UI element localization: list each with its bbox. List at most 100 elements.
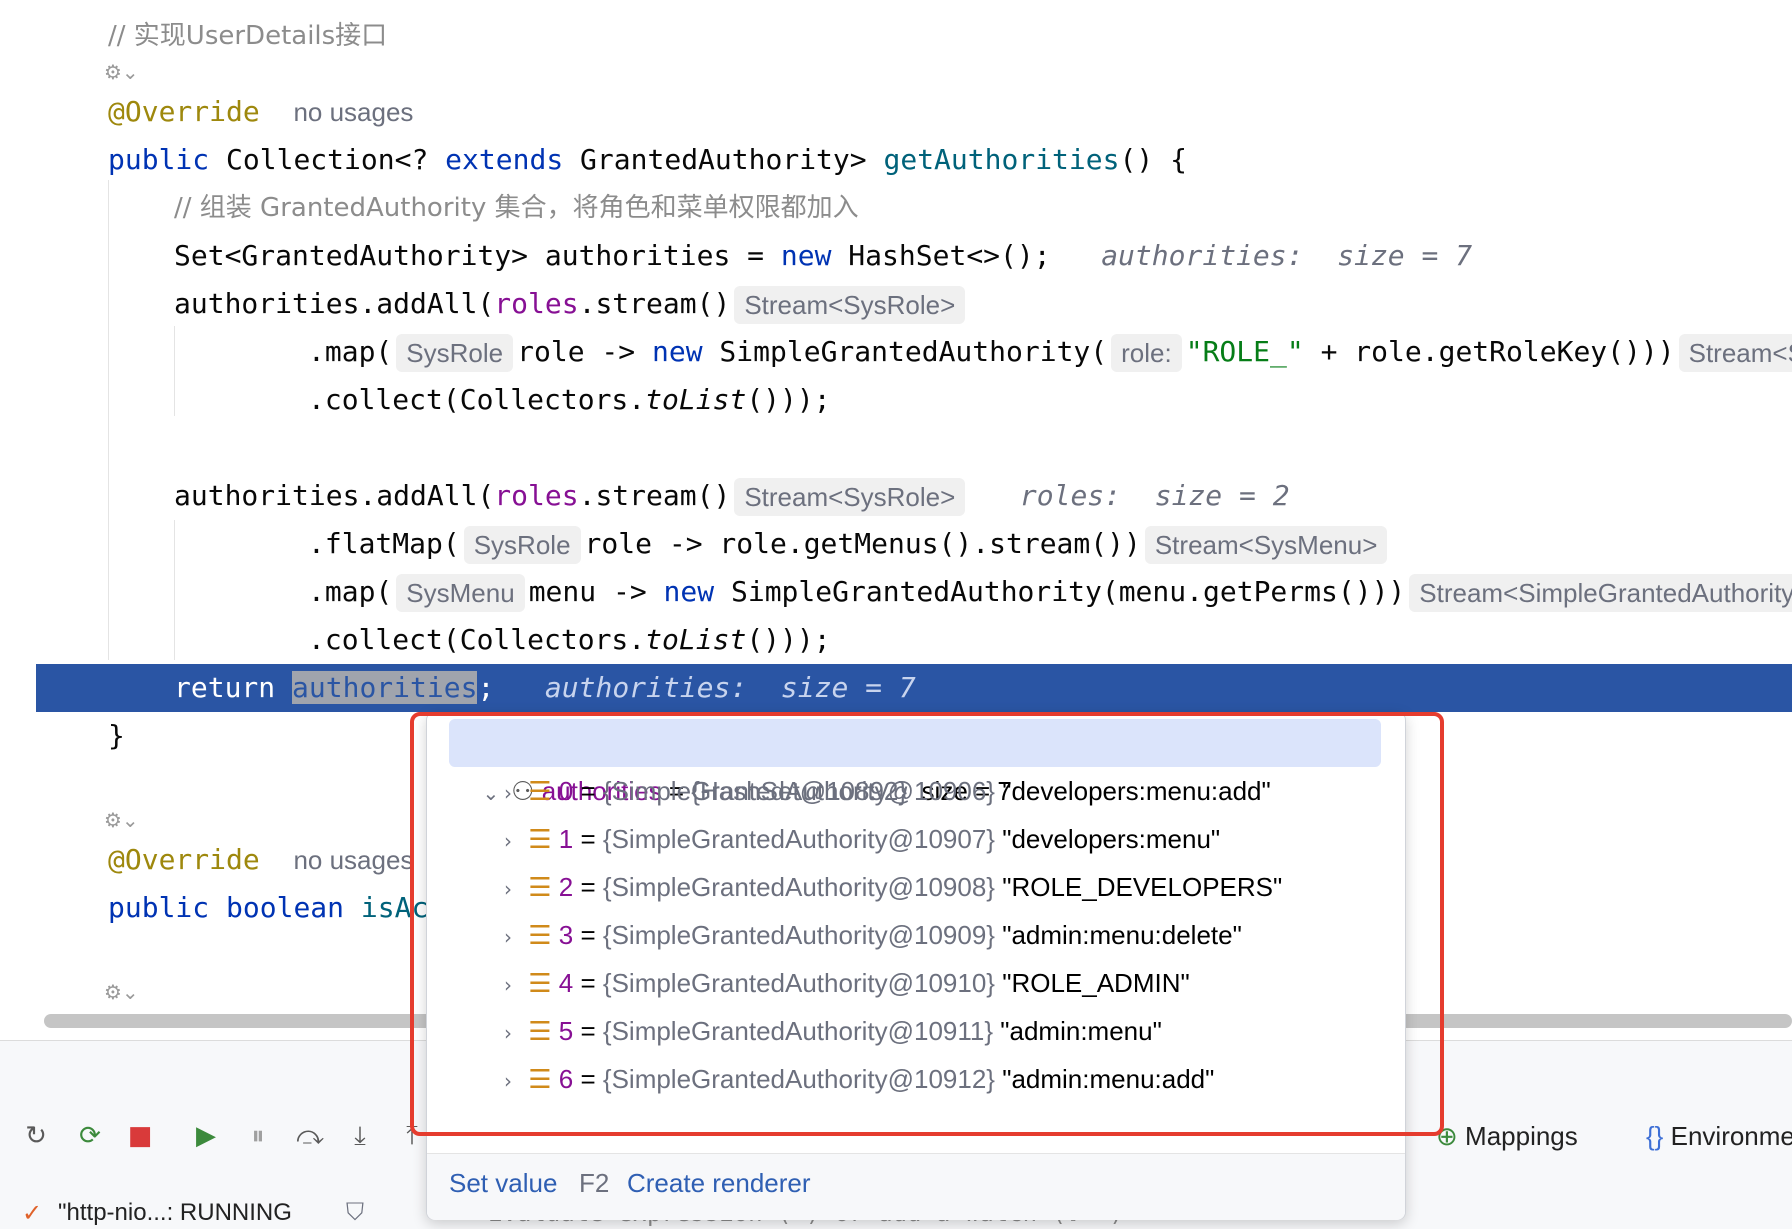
equals-sign: = [573,776,603,806]
rerun-debug-icon[interactable]: ⟳ [79,1121,101,1151]
session-status[interactable]: "http-nio...: RUNNING [58,1199,292,1226]
item-value: "ROLE_ADMIN" [1002,968,1190,998]
equals-sign: = [573,1064,603,1094]
selected-variable[interactable]: authorities [292,671,478,704]
debug-value-popup[interactable]: ⌄ ⚇ authorities = {HashSet@10892} size =… [426,712,1406,1220]
string-literal: "ROLE_" [1185,335,1304,368]
create-renderer-link[interactable]: Create renderer [627,1168,811,1198]
keyword-public: public [108,891,210,924]
param-name-hint[interactable]: role: [1111,334,1182,372]
chevron-right-icon[interactable]: › [504,973,512,997]
field-roles: roles [494,287,579,320]
field-stack-icon: ☰ [528,1064,552,1094]
collection-size: size = 7 [921,776,1012,806]
object-ref: {SimpleGrantedAuthority@10908} [602,872,995,902]
set-value-link[interactable]: Set value [449,1168,558,1198]
chevron-right-icon[interactable]: › [504,1069,512,1093]
field-stack-icon: ☰ [528,920,552,950]
tree-root-authorities[interactable]: ⌄ ⚇ authorities = {HashSet@10892} size =… [449,719,1381,806]
filter-icon[interactable]: ⛉ [346,1199,364,1226]
mappings-tab[interactable]: ⊕ Mappings [1436,1111,1578,1161]
keyword-extends: extends [445,143,564,176]
code-line-set-decl: Set<GrantedAuthority> authorities = new … [174,232,1472,280]
implements-gutter-icon[interactable]: ⚙︎⌄ [104,60,139,84]
tree-item-authority[interactable]: › ☰ 5 = {SimpleGrantedAuthority@10911} "… [495,1007,1162,1055]
equals-sign: = [573,920,603,950]
field-stack-icon: ☰ [528,872,552,902]
chevron-right-icon[interactable]: › [504,925,512,949]
stop-icon[interactable]: ■ [127,1121,153,1151]
tree-item-authority[interactable]: › ☰ 2 = {SimpleGrantedAuthority@10908} "… [495,863,1282,911]
equals-sign: = [573,824,603,854]
inline-debug-value[interactable]: authorities: size = 7 [544,671,916,704]
implements-gutter-icon[interactable]: ⚙︎⌄ [104,808,139,832]
inline-debug-value[interactable]: authorities: size = 7 [1101,239,1473,272]
keyword-boolean: boolean [226,891,345,924]
type-inlay-hint[interactable]: Stream<SimpleGrantedAuthority> [1678,334,1792,372]
type-inlay-hint[interactable]: Stream<SimpleGrantedAuthority> [1409,574,1792,612]
param-type-hint[interactable]: SysRole [463,526,581,564]
param-type-hint[interactable]: SysRole [396,334,514,372]
pause-icon[interactable]: ⏸ [251,1121,265,1151]
environment-tab[interactable]: {} Environment [1646,1111,1792,1161]
item-value: "admin:menu:add" [1002,1064,1215,1094]
collect-suffix: ())); [746,383,831,416]
inline-debug-value[interactable]: roles: size = 2 [1019,479,1290,512]
tree-item-authority[interactable]: › ☰ 6 = {SimpleGrantedAuthority@10912} "… [495,1055,1214,1103]
current-execution-line[interactable]: return authorities; authorities: size = … [36,664,1792,712]
code-line-override-2: @Override no usages [108,836,413,884]
item-index: 4 [558,968,574,998]
code-comment-inner: // 组装 GrantedAuthority 集合，将角色和菜单权限都加入 [174,184,859,232]
rerun-icon[interactable]: ↻ [25,1121,47,1151]
collect-prefix: .collect(Collectors. [308,623,646,656]
keyword-new: new [651,335,703,368]
chevron-right-icon[interactable]: › [504,829,512,853]
addall-prefix: authorities.addAll( [174,479,495,512]
ctor-call: SimpleGrantedAuthority(menu.getPerms())) [714,575,1406,608]
step-over-icon[interactable]: ⤼ [296,1121,324,1151]
object-ref: {HashSet@10892} [691,776,908,806]
implements-gutter-icon[interactable]: ⚙︎⌄ [104,980,139,1004]
type-inlay-hint[interactable]: Stream<SysMenu> [1144,526,1388,564]
ctor-rest: + role.getRoleKey())) [1303,335,1675,368]
override-annotation: @Override [108,843,260,876]
chevron-down-icon[interactable]: ⌄ [482,781,500,805]
comment-text: // 实现UserDetails接口 [108,21,388,51]
item-index: 3 [558,920,574,950]
flatmap-body: role -> role.getMenus().stream()) [584,527,1141,560]
equals-sign: = [661,776,692,806]
step-into-icon[interactable]: ⤓ [354,1121,366,1151]
chevron-right-icon[interactable]: › [504,877,512,901]
item-index: 2 [558,872,574,902]
tree-item-authority[interactable]: › ☰ 0 = {SimpleGrantedAuthority@10906} "… [495,767,1271,815]
keyword-new: new [663,575,715,608]
type-inlay-hint[interactable]: Stream<SysRole> [734,478,966,516]
tree-item-authority[interactable]: › ☰ 4 = {SimpleGrantedAuthority@10910} "… [495,959,1190,1007]
code-line-signature: public Collection<? extends GrantedAutho… [108,136,1187,184]
param-type-hint[interactable]: SysMenu [396,574,525,612]
tree-item-authority[interactable]: › ☰ 3 = {SimpleGrantedAuthority@10909} "… [495,911,1242,959]
field-roles: roles [494,479,579,512]
item-value: "developers:menu" [1002,824,1221,854]
map-call: .map( [308,335,393,368]
chevron-right-icon[interactable]: › [504,781,512,805]
type-inlay-hint[interactable]: Stream<SysRole> [734,286,966,324]
step-out-icon[interactable]: ⤒ [406,1121,418,1151]
code-comment-top: // 实现UserDetails接口 [108,12,387,60]
collect-suffix: ())); [746,623,831,656]
chevron-right-icon[interactable]: › [504,1021,512,1045]
code-line-addall-2: authorities.addAll(roles.stream()Stream<… [174,472,1290,520]
no-usages-hint[interactable]: no usages [293,845,414,875]
editor-gutter[interactable] [0,0,36,1040]
no-usages-hint[interactable]: no usages [293,97,414,127]
code-line-collect-1: .collect(Collectors.toList())); [308,376,831,424]
lambda-arrow: menu -> [528,575,664,608]
tree-item-authority[interactable]: › ☰ 1 = {SimpleGrantedAuthority@10907} "… [495,815,1220,863]
close-brace: } [108,719,125,752]
item-index: 5 [558,1016,574,1046]
stream-call: .stream() [578,287,731,320]
indent-guide [174,326,175,416]
resume-icon[interactable]: ▶ [196,1121,216,1151]
